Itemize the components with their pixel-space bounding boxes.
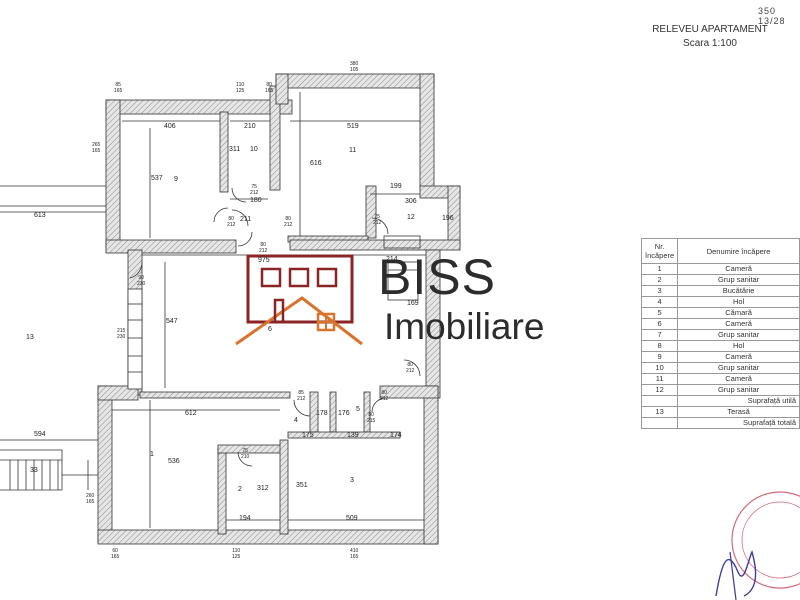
room-number-12: 12 bbox=[407, 214, 415, 221]
room-number-33: 33 bbox=[30, 467, 38, 474]
dimension-label: 306 bbox=[405, 198, 417, 205]
dimension-label: 509 bbox=[346, 515, 358, 522]
stamp-and-signature bbox=[715, 491, 800, 600]
room-number-9: 9 bbox=[174, 176, 178, 183]
dimension-label: 312 bbox=[257, 485, 269, 492]
dimension-label: 351 bbox=[296, 482, 308, 489]
dimension-label: 139 bbox=[347, 432, 359, 439]
dimension-label: 176 bbox=[338, 410, 350, 417]
dimension-label: 975 bbox=[258, 257, 270, 264]
dimension-label: 174 bbox=[390, 432, 402, 439]
dimension-label: 616 bbox=[310, 160, 322, 167]
legend-header-name: Denumire încăpere bbox=[677, 238, 800, 264]
logo-wordmark-imobiliare: Imobiliare bbox=[384, 306, 545, 347]
room-number-13: 13 bbox=[26, 334, 34, 341]
room-number-3: 3 bbox=[350, 477, 354, 484]
plan-scale: Scara 1:100 bbox=[683, 38, 737, 49]
room-number-5: 5 bbox=[356, 406, 360, 413]
dimension-label: 547 bbox=[166, 318, 178, 325]
dimension-label: 519 bbox=[347, 123, 359, 130]
biss-logo-graphic bbox=[235, 254, 363, 346]
room-number-1: 1 bbox=[150, 451, 154, 458]
table-row-total: Suprafață utilă bbox=[640, 395, 800, 407]
room-number-2: 2 bbox=[238, 486, 242, 493]
room-number-4: 4 bbox=[294, 417, 298, 424]
document-number: 350 13/28 bbox=[758, 6, 786, 26]
dimension-label: 613 bbox=[34, 212, 46, 219]
dimension-label: 406 bbox=[164, 123, 176, 130]
dimension-label: 537 bbox=[151, 175, 163, 182]
legend-header-nr: Nr. încăpere bbox=[640, 238, 679, 264]
dimension-label: 169 bbox=[407, 300, 419, 307]
dimension-label: 536 bbox=[168, 458, 180, 465]
walls bbox=[97, 73, 461, 545]
dimension-label: 311 bbox=[229, 146, 241, 153]
plan-lines bbox=[0, 92, 426, 528]
room-number-11: 11 bbox=[349, 147, 357, 154]
table-row-total: Suprafață totală bbox=[640, 417, 800, 429]
plan-title: RELEVEU APARTAMENT bbox=[652, 24, 768, 35]
dimension-label: 210 bbox=[244, 123, 256, 130]
dimension-label: 194 bbox=[239, 515, 251, 522]
dimension-label: 175 bbox=[302, 432, 314, 439]
dimension-label: 196 bbox=[442, 215, 454, 222]
logo-wordmark-biss: BISS bbox=[378, 249, 496, 305]
dimension-label: 612 bbox=[185, 410, 197, 417]
dimension-label: 214 bbox=[386, 256, 398, 263]
dimension-label: 211 bbox=[240, 216, 252, 223]
dimension-label: 178 bbox=[316, 410, 328, 417]
room-number-6: 6 bbox=[268, 326, 272, 333]
dimension-label: 180 bbox=[250, 197, 262, 204]
room-number-10: 10 bbox=[250, 146, 258, 153]
dimension-label: 199 bbox=[390, 183, 402, 190]
dimension-label: 594 bbox=[34, 431, 46, 438]
